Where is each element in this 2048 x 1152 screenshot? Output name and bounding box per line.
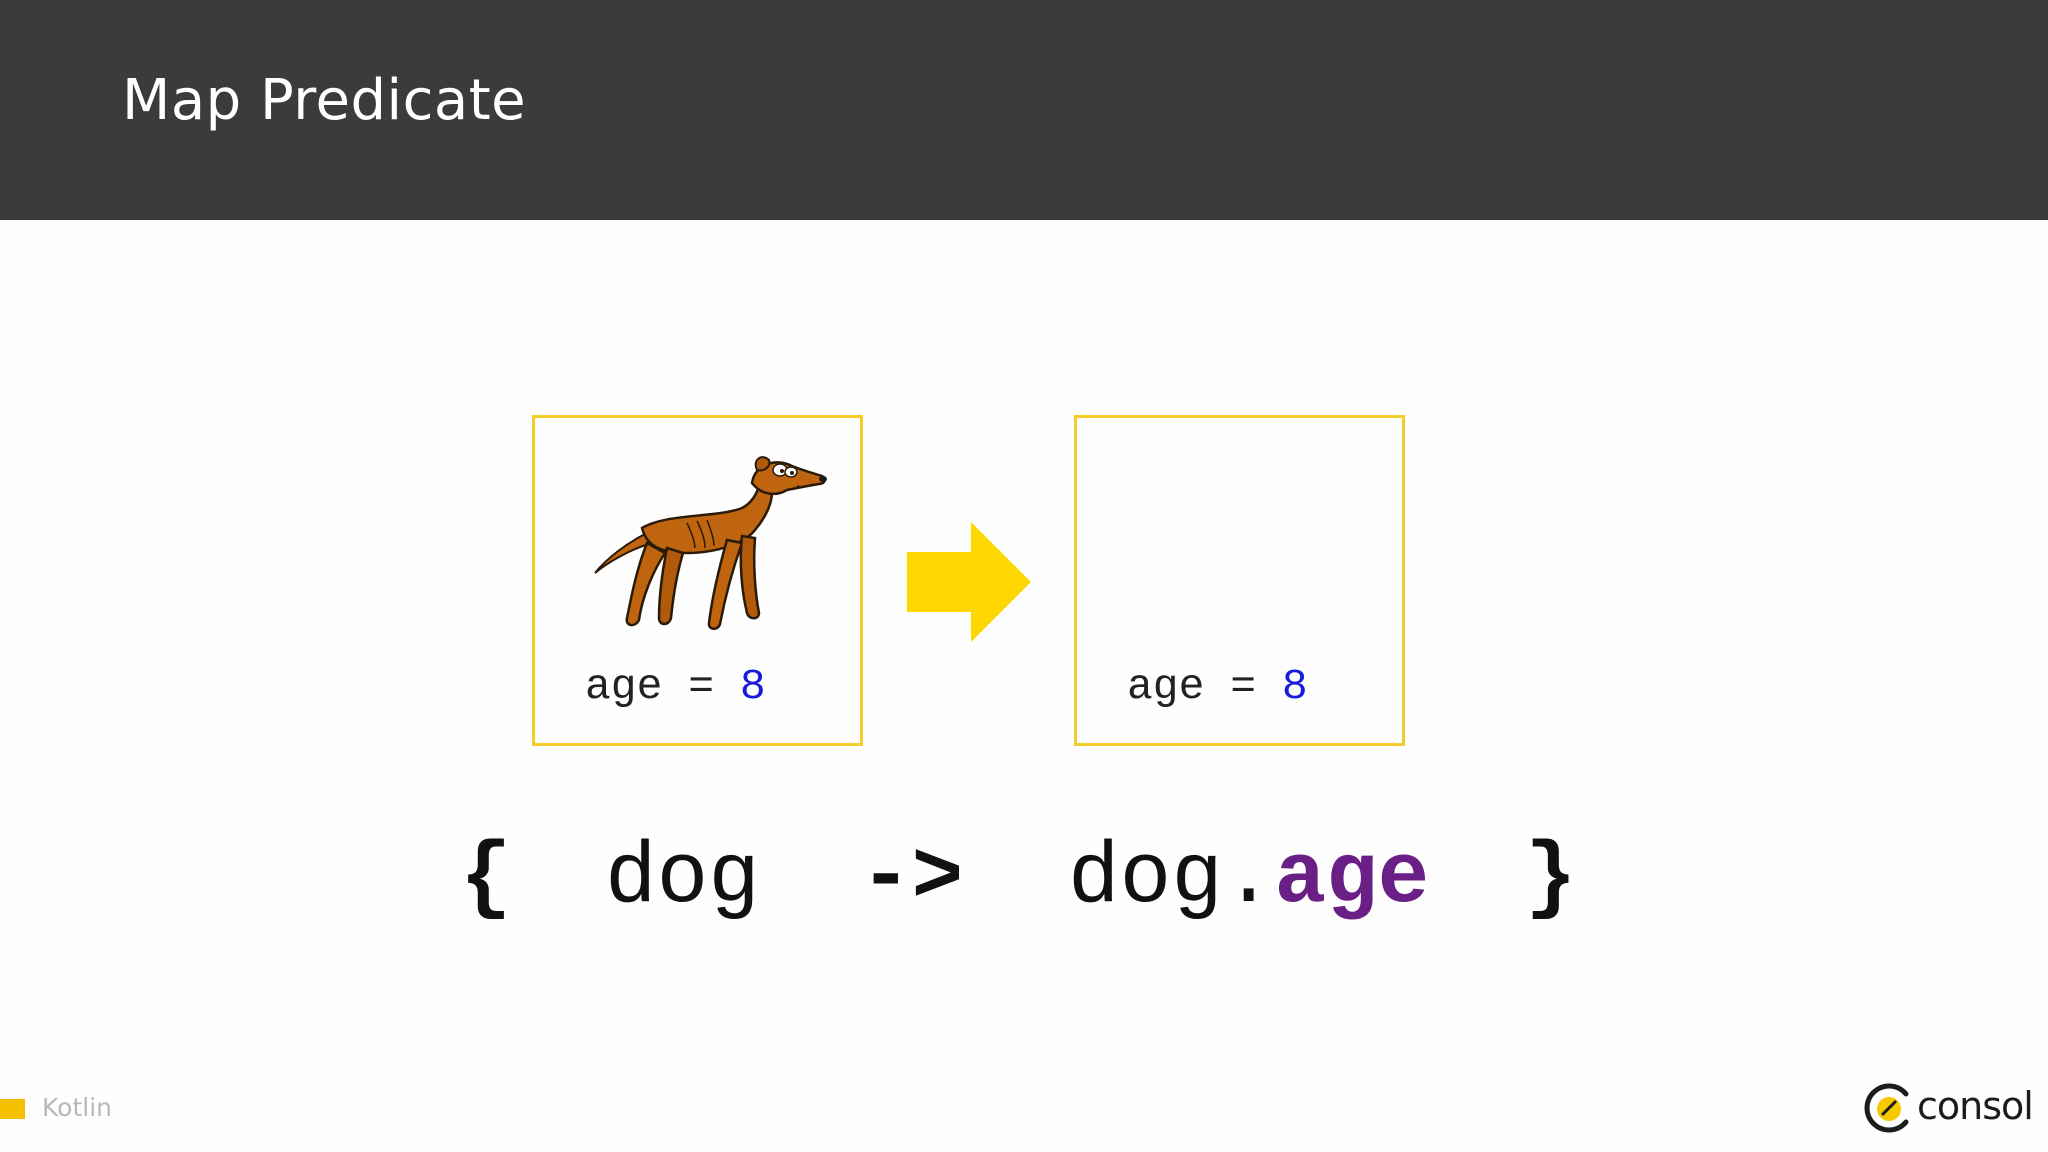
right-arrow-icon — [907, 522, 1031, 642]
age-value: 8 — [739, 662, 766, 711]
lambda-receiver: dog. — [1068, 829, 1275, 927]
age-field-name: age — [585, 662, 663, 711]
equals-sign: = — [1230, 662, 1257, 711]
close-brace: } — [1525, 829, 1577, 927]
consol-logo-text: consol — [1917, 1084, 2034, 1128]
consol-logo: consol — [1862, 1078, 2034, 1138]
input-age-expression: age = 8 — [585, 662, 815, 711]
lambda-arrow: -> — [860, 829, 964, 927]
slide-header: Map Predicate — [0, 0, 2048, 220]
slide-title: Map Predicate — [122, 68, 527, 133]
consol-logo-icon — [1864, 1083, 1909, 1133]
lambda-parameter: dog — [605, 829, 760, 927]
age-field-name: age — [1127, 662, 1205, 711]
open-brace: { — [460, 829, 512, 927]
footer-accent-square — [0, 1099, 25, 1119]
output-card: age = 8 — [1074, 415, 1405, 746]
age-value: 8 — [1281, 662, 1308, 711]
lambda-body: dog.age — [1068, 828, 1429, 928]
equals-sign: = — [688, 662, 715, 711]
dog-image — [594, 456, 827, 630]
footer-label: Kotlin — [42, 1093, 112, 1122]
input-card: age = 8 — [532, 415, 863, 746]
lambda-property: age — [1274, 829, 1430, 927]
output-age-expression: age = 8 — [1127, 662, 1357, 711]
